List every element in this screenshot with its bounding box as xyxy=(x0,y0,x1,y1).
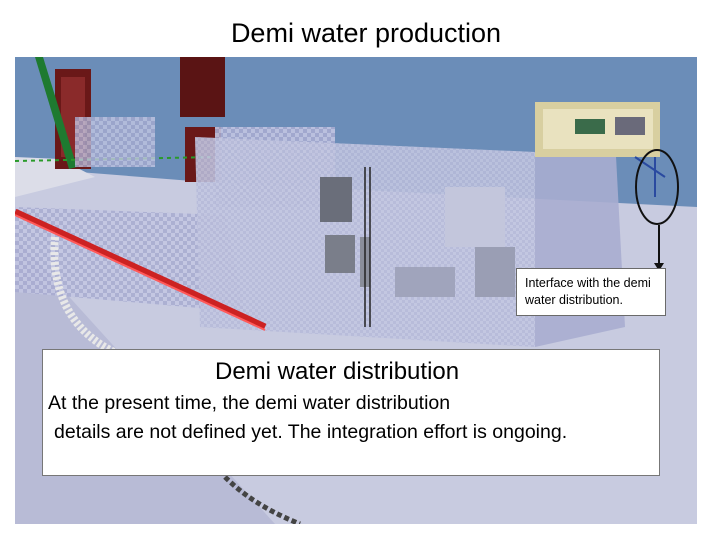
box-title: Demi water distribution xyxy=(215,358,460,385)
distribution-text-box: Demi water distribution At the present t… xyxy=(42,349,660,476)
slide-title: Demi water production xyxy=(230,18,502,48)
interface-callout: Interface with the demi water distributi… xyxy=(516,268,666,316)
box-line-2: details are not defined yet. The integra… xyxy=(54,421,568,443)
box-line-1: At the present time, the demi water dist… xyxy=(48,392,451,414)
